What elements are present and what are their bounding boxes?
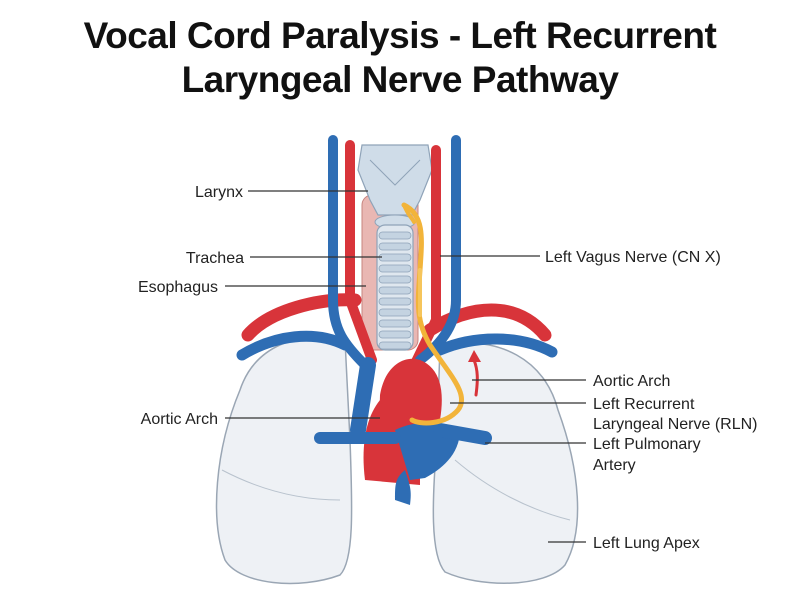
left-lung-fissure xyxy=(454,459,571,521)
trachea-rings xyxy=(378,231,412,350)
right-subclavian-vein xyxy=(236,330,351,361)
right-common-carotid-artery xyxy=(345,140,377,365)
trachea-ring xyxy=(378,286,412,295)
label-aortic-arch-left: Aortic Arch xyxy=(141,411,218,428)
trachea-ring xyxy=(378,275,412,284)
label-pulmonary-line-2: Artery xyxy=(593,457,636,474)
nerve-upper-branch xyxy=(402,203,416,224)
descending-pulmonary-vein xyxy=(395,470,411,505)
left-subclavian-vein xyxy=(434,333,558,358)
trachea-ring xyxy=(378,319,412,328)
label-larynx: Larynx xyxy=(195,184,243,201)
title-line-2: Laryngeal Nerve Pathway xyxy=(181,59,619,100)
left-pulmonary-artery xyxy=(433,423,492,445)
trachea-ring xyxy=(378,264,412,273)
trachea-ring xyxy=(378,253,412,262)
trachea-ring xyxy=(378,231,412,240)
arrow-head-icon xyxy=(468,350,481,362)
trachea-ring xyxy=(378,308,412,317)
trachea-ring xyxy=(378,341,412,350)
right-jugular-vein xyxy=(328,135,370,370)
label-rln-line-2: Laryngeal Nerve (RLN) xyxy=(593,416,758,433)
label-pulmonary-line-1: Left Pulmonary xyxy=(593,436,701,453)
label-left-lung-apex: Left Lung Apex xyxy=(593,535,700,552)
diagram-title: Vocal Cord Paralysis - Left Recurrent La… xyxy=(0,14,800,102)
title-line-1: Vocal Cord Paralysis - Left Recurrent xyxy=(83,15,717,56)
label-rln-line-1: Left Recurrent xyxy=(593,396,695,413)
trachea-ring xyxy=(378,330,412,339)
trachea-ring xyxy=(378,242,412,251)
thyroid-cartilage-detail xyxy=(369,159,421,186)
right-lung-fissure xyxy=(221,469,341,501)
larynx xyxy=(357,144,433,216)
superior-vena-cava xyxy=(350,357,376,438)
label-aortic-arch-right: Aortic Arch xyxy=(593,373,670,390)
right-subclavian-artery xyxy=(241,293,362,342)
label-trachea: Trachea xyxy=(186,250,244,267)
trachea-ring xyxy=(378,297,412,306)
label-left-vagus-nerve: Left Vagus Nerve (CN X) xyxy=(545,249,721,266)
left-recurrent-laryngeal-nerve xyxy=(401,202,465,426)
label-esophagus: Esophagus xyxy=(138,279,218,296)
left-jugular-vein xyxy=(415,135,461,365)
left-subclavian-artery xyxy=(423,303,552,342)
right-lung xyxy=(215,336,353,585)
nerve-course-arrow xyxy=(472,358,479,397)
